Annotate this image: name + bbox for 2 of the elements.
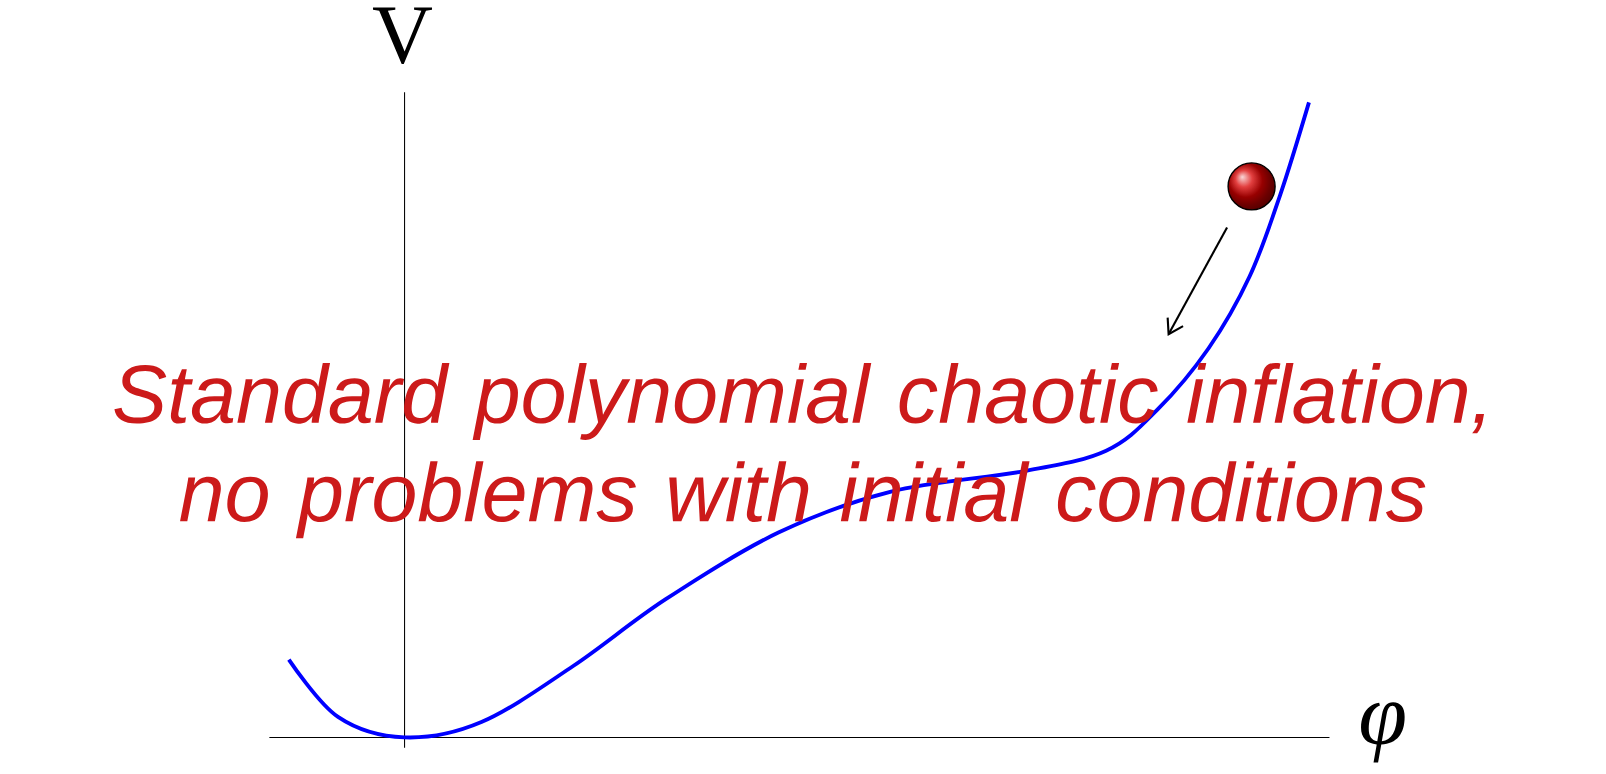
axis-label: V — [373, 7, 432, 65]
axis-label: φ — [1361, 702, 1405, 763]
